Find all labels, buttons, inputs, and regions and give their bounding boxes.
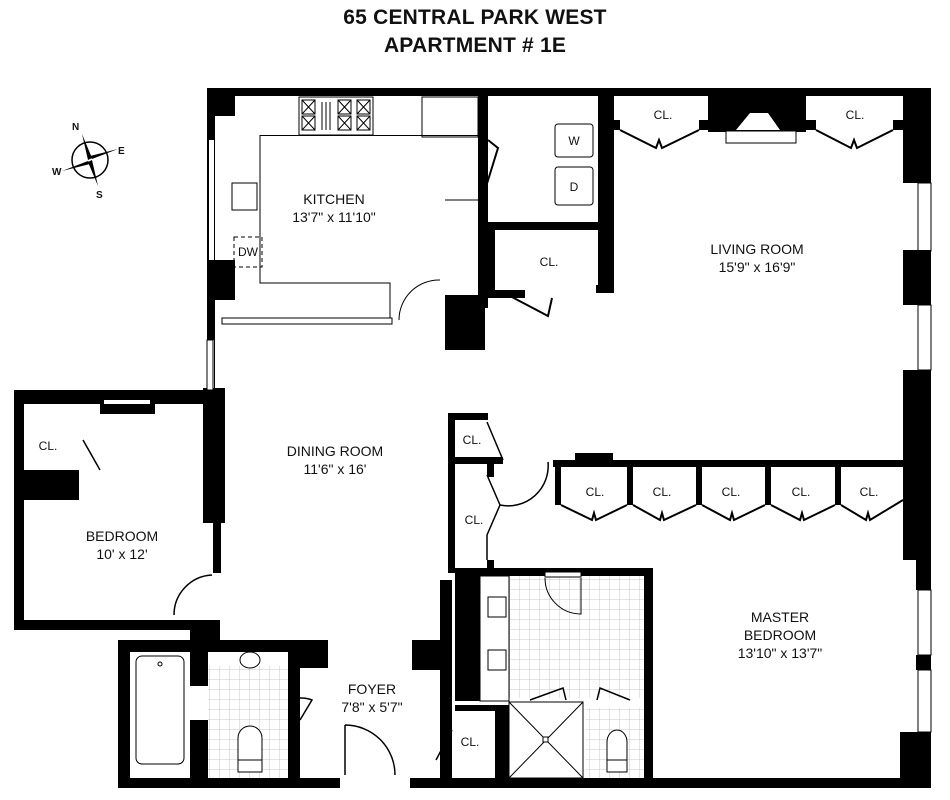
walls: [14, 88, 932, 790]
bathroom-sink-icon: [239, 651, 261, 669]
washer-label: W: [568, 134, 580, 148]
vanity-sink-icon: [487, 649, 507, 671]
room-foyer: FOYER 7'8" x 5'7": [341, 680, 402, 716]
room-name: DINING ROOM: [286, 443, 384, 459]
washer-icon: [554, 123, 594, 158]
stove-icon: [298, 96, 374, 136]
refrigerator-icon: [421, 96, 479, 138]
master-bath-tile-floor: [509, 576, 644, 698]
bathtub-icon: [135, 655, 185, 765]
dryer-label: D: [569, 180, 579, 194]
compass-icon: [62, 134, 118, 186]
entry-door[interactable]: [344, 724, 396, 776]
closet-label: CL.: [791, 485, 811, 499]
toilet-icon: [237, 725, 263, 761]
room-dims: 10' x 12': [96, 546, 148, 562]
room-name: KITCHEN: [303, 191, 365, 207]
closet-door[interactable]: [509, 295, 553, 318]
closet-label: CL.: [721, 485, 741, 499]
room-kitchen: KITCHEN 13'7" x 11'10": [292, 190, 376, 226]
wardrobe-bifold-doors[interactable]: [560, 499, 904, 522]
closet-label: CL.: [539, 255, 559, 269]
room-dims: 15'9" x 16'9": [718, 259, 796, 275]
vanity-sink-icon: [487, 596, 507, 618]
room-bedroom: BEDROOM 10' x 12': [86, 527, 158, 563]
plan-title-unit: APARTMENT # 1E: [383, 34, 567, 57]
room-dining-room: DINING ROOM 11'6" x 16': [287, 442, 383, 478]
dryer-icon: [554, 166, 594, 206]
closet-label: CL.: [585, 485, 605, 499]
laundry-door[interactable]: [484, 139, 500, 191]
room-dims: 7'8" x 5'7": [341, 699, 403, 715]
sink-icon: [231, 182, 258, 211]
room-dims: 13'7" x 11'10": [292, 209, 376, 225]
toilet-icon: [606, 729, 628, 761]
kitchen-counter: [259, 135, 391, 318]
kitchen-door-swing[interactable]: [398, 279, 441, 321]
room-name: LIVING ROOM: [710, 241, 804, 257]
room-dims: 11'6" x 16': [303, 461, 367, 477]
room-master-bedroom: MASTER BEDROOM 13'10" x 13'7": [725, 608, 835, 662]
closet-label: CL.: [460, 735, 480, 749]
closet-bifold-doors[interactable]: [619, 129, 894, 150]
closet-label: CL.: [859, 485, 879, 499]
plan-title-address: 65 CENTRAL PARK WEST: [343, 6, 607, 29]
compass-south: S: [96, 190, 103, 201]
closet-label: CL.: [462, 433, 482, 447]
closet-label: CL.: [464, 513, 484, 527]
dishwasher-icon: [233, 236, 263, 268]
compass-north: N: [72, 122, 80, 133]
closet-label: CL.: [652, 485, 672, 499]
closet-label: CL.: [38, 439, 58, 453]
room-living-room: LIVING ROOM 15'9" x 16'9": [710, 240, 803, 276]
room-name: BEDROOM: [85, 528, 159, 544]
dishwasher-label: DW: [238, 245, 258, 259]
closet-label: CL.: [653, 108, 673, 122]
closet-label: CL.: [845, 108, 865, 122]
room-name: FOYER: [347, 681, 397, 697]
room-name: MASTER BEDROOM: [743, 609, 817, 643]
room-dims: 13'10" x 13'7": [737, 645, 823, 661]
compass-west: W: [52, 167, 62, 178]
compass-east: E: [118, 146, 125, 157]
